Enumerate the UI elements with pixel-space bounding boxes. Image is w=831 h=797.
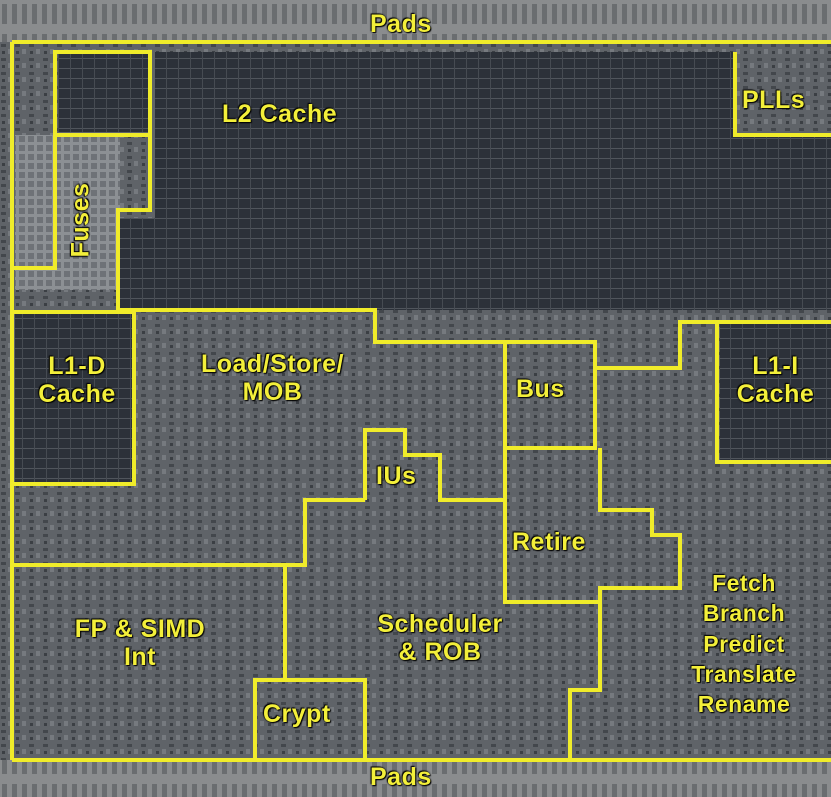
bus-label: Bus xyxy=(516,375,565,403)
ius-label: IUs xyxy=(376,462,416,490)
plls-label: PLLs xyxy=(742,86,805,114)
l1i-label-line-2: Cache xyxy=(720,380,831,408)
l1i-label-line-1: L1-I xyxy=(720,352,831,380)
fetch-label-line-3: Predict xyxy=(664,629,824,659)
scheduler-rob-label: Scheduler & ROB xyxy=(340,610,540,666)
fp-label-line-1: FP & SIMD xyxy=(30,615,250,643)
scheduler-label-line-2: & ROB xyxy=(340,638,540,666)
l2-cache-array xyxy=(155,52,735,310)
fetch-label-line-2: Branch xyxy=(664,598,824,628)
pads-top-label: Pads xyxy=(370,10,432,38)
fuse-array-dark xyxy=(58,52,148,132)
l2-cache-array-left xyxy=(118,218,158,310)
l1d-label-line-2: Cache xyxy=(22,380,132,408)
l2-cache-label: L2 Cache xyxy=(222,100,337,128)
load-store-label-line-2: MOB xyxy=(180,378,365,406)
fetch-branch-label: Fetch Branch Predict Translate Rename xyxy=(664,568,824,720)
l2-cache-array-right xyxy=(735,135,831,310)
fetch-label-line-5: Rename xyxy=(664,689,824,719)
l1d-cache-label: L1-D Cache xyxy=(22,352,132,408)
crypt-label: Crypt xyxy=(263,700,331,728)
fp-label-line-2: Int xyxy=(30,643,250,671)
fetch-label-line-4: Translate xyxy=(664,659,824,689)
retire-label: Retire xyxy=(512,528,586,556)
load-store-label-line-1: Load/Store/ xyxy=(180,350,365,378)
fuses-label: Fuses xyxy=(66,183,94,258)
load-store-mob-label: Load/Store/ MOB xyxy=(180,350,365,406)
l1i-cache-label: L1-I Cache xyxy=(720,352,831,408)
pads-bottom-label: Pads xyxy=(370,763,432,791)
l1d-label-line-1: L1-D xyxy=(22,352,132,380)
fetch-label-line-1: Fetch xyxy=(664,568,824,598)
fp-simd-int-label: FP & SIMD Int xyxy=(30,615,250,671)
scheduler-label-line-1: Scheduler xyxy=(340,610,540,638)
